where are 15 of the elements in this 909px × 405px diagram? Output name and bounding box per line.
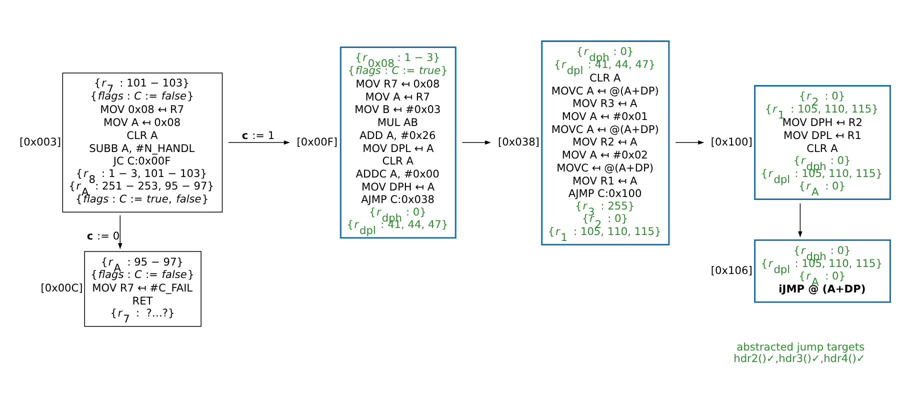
node-label: [0x038] — [498, 136, 540, 149]
edge-label: c := 1 — [242, 130, 275, 142]
arrow — [798, 202, 802, 238]
arrow — [228, 140, 290, 145]
arrow — [462, 140, 492, 145]
arrow — [118, 214, 122, 250]
node-label: [0x003] — [20, 136, 61, 148]
label: hdr2()✓,hdr3()✓,hdr4()✓ — [734, 353, 866, 366]
node-label: [0x100] — [710, 136, 752, 148]
node-label: [0x106] — [710, 264, 752, 277]
edge-label: c := 0 — [86, 230, 120, 242]
node-label: [0x00F] — [296, 136, 338, 148]
node-label: [0x00C] — [40, 282, 83, 295]
arrow — [675, 140, 704, 145]
label: abstracted jump targets — [736, 342, 865, 354]
